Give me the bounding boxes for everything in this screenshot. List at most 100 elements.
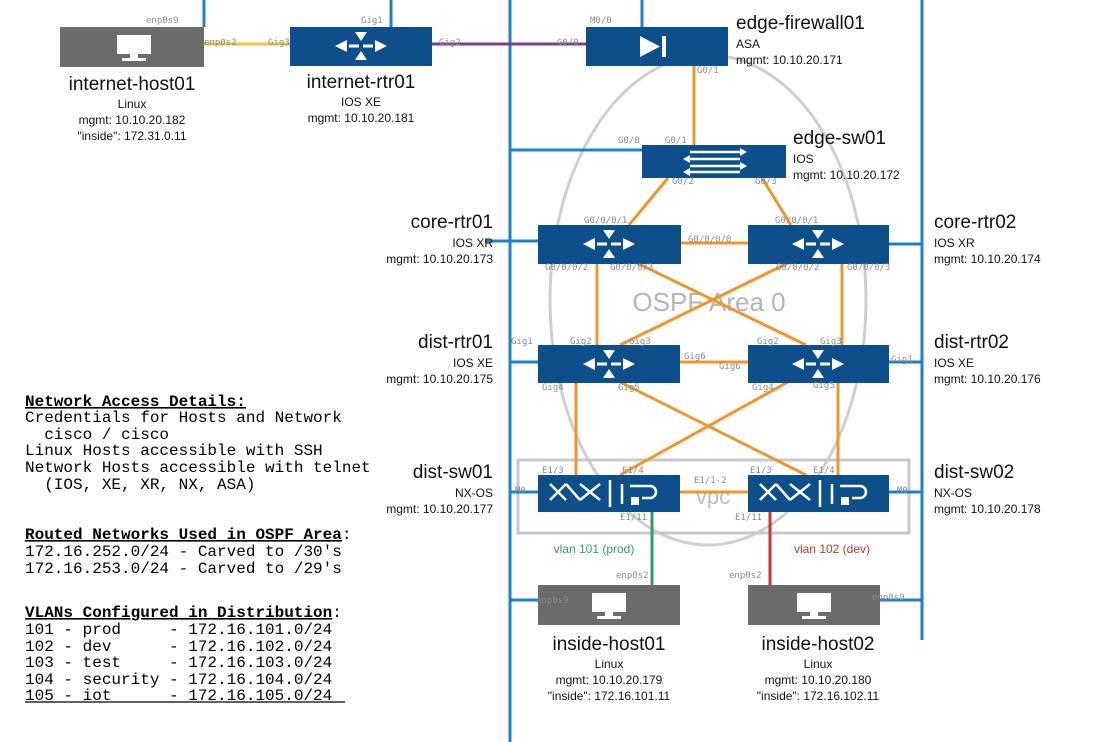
svg-text:dist-rtr01: dist-rtr01 (418, 332, 493, 353)
core-rtr01-node[interactable] (538, 225, 681, 264)
nexus-switch-icon (759, 480, 868, 507)
internet-rtr01-node[interactable] (290, 27, 432, 66)
svg-text:mgmt: 10.10.20.181: mgmt: 10.10.20.181 (308, 111, 415, 125)
port-labels: enp0s9 enp0s2 Gig3 Gig1 Gig2 M0/0 G0/0 G… (146, 16, 913, 606)
svg-text:mgmt: 10.10.20.171: mgmt: 10.10.20.171 (736, 53, 843, 67)
svg-text:inside-host01: inside-host01 (552, 634, 665, 655)
svg-text:IOS XE: IOS XE (453, 356, 493, 370)
port-label: G0/0 (618, 136, 640, 146)
port-label: G0/0/0/1 (584, 216, 627, 226)
core-rtr02-label: core-rtr02 IOS XR mgmt: 10.10.20.174 (934, 212, 1041, 266)
port-label: E1/1-2 (694, 476, 727, 486)
port-label: Gig6 (684, 352, 706, 362)
port-label: Gig3 (629, 337, 651, 347)
svg-text:Network Hosts accessible with: Network Hosts accessible with telnet (25, 459, 371, 477)
svg-text:104 - security - 172.16.104.0/: 104 - security - 172.16.104.0/24 (25, 671, 332, 689)
dist-rtr01-label: dist-rtr01 IOS XE mgmt: 10.10.20.175 (386, 332, 493, 386)
svg-text:mgmt: 10.10.20.177: mgmt: 10.10.20.177 (386, 502, 493, 516)
port-label: Gig1 (891, 355, 913, 365)
svg-text:Linux: Linux (804, 657, 833, 671)
vpc-label: vpc (696, 484, 730, 509)
monitor-icon (117, 35, 151, 61)
port-label: Gig3 (268, 38, 290, 48)
dist-sw02-label: dist-sw02 NX-OS mgmt: 10.10.20.178 (934, 462, 1041, 516)
port-label: G0/0/0/2 (776, 263, 819, 273)
svg-text:mgmt: 10.10.20.174: mgmt: 10.10.20.174 (934, 252, 1041, 266)
svg-text:mgmt: 10.10.20.178: mgmt: 10.10.20.178 (934, 502, 1041, 516)
core-rtr02-node[interactable] (748, 225, 889, 264)
firewall-icon (640, 36, 666, 57)
port-label: G0/2 (672, 177, 694, 187)
svg-text:(IOS, XE, XR, NX, ASA): (IOS, XE, XR, NX, ASA) (25, 476, 255, 494)
svg-text:IOS XE: IOS XE (341, 95, 381, 109)
port-label: G0/1 (665, 136, 687, 146)
notes-heading: Network Access Details: (25, 393, 246, 411)
svg-text:mgmt: 10.10.20.182: mgmt: 10.10.20.182 (79, 113, 186, 127)
port-label: M0 (515, 486, 526, 496)
dist-rtr02-node[interactable] (748, 345, 889, 383)
port-label: Gig2 (439, 38, 461, 48)
router-icon (583, 350, 635, 378)
svg-text:Linux: Linux (118, 97, 147, 111)
svg-text:172.16.253.0/24 - Carved to /2: 172.16.253.0/24 - Carved to /29's (25, 560, 342, 578)
edge-firewall01-node[interactable] (586, 27, 728, 66)
notes-heading: VLANs Configured in Distribution (25, 604, 332, 622)
routed-networks-notes: Routed Networks Used in OSPF Area: 172.1… (25, 526, 351, 578)
svg-text:"inside": 172.31.0.11: "inside": 172.31.0.11 (77, 129, 186, 143)
svg-text:mgmt: 10.10.20.175: mgmt: 10.10.20.175 (386, 372, 493, 386)
port-label: E1/4 (622, 466, 644, 476)
internet-host01-node[interactable] (60, 27, 204, 67)
port-label: enp0s2 (204, 38, 237, 48)
svg-text:101 - prod - 172.16.101.0/: 101 - prod - 172.16.101.0/24 (25, 621, 332, 639)
svg-text:IOS XR: IOS XR (452, 236, 493, 250)
network-access-notes: Network Access Details: Credentials for … (25, 393, 371, 494)
port-label: Gig4 (542, 383, 564, 393)
port-label: E1/3 (542, 466, 564, 476)
core-rtr01-label: core-rtr01 IOS XR mgmt: 10.10.20.173 (386, 212, 493, 266)
inside-host02-node[interactable] (748, 585, 880, 625)
svg-text:edge-sw01: edge-sw01 (793, 128, 886, 149)
port-label: enp0s9 (536, 596, 569, 606)
port-label: G0/0/0/3 (610, 263, 653, 273)
svg-text:Linux: Linux (595, 657, 624, 671)
dist-sw01-node[interactable] (538, 475, 680, 512)
svg-text:NX-OS: NX-OS (455, 486, 493, 500)
port-label: enp0s2 (729, 571, 762, 581)
edge-sw01-label: edge-sw01 IOS mgmt: 10.10.20.172 (793, 128, 900, 182)
port-label: Gig2 (757, 337, 779, 347)
port-label: G0/0/0/3 (847, 263, 890, 273)
port-label: Gig6 (719, 362, 741, 372)
internet-host01-label: internet-host01 Linux mgmt: 10.10.20.182… (69, 74, 196, 143)
svg-text:Credentials for Hosts and Netw: Credentials for Hosts and Network (25, 409, 342, 427)
dist-rtr02-label: dist-rtr02 IOS XE mgmt: 10.10.20.176 (934, 332, 1041, 386)
port-label: E1/11 (735, 513, 762, 523)
port-label: M0/0 (590, 16, 612, 26)
port-label: M0 (897, 486, 908, 496)
svg-text:105 - iot - 172.16.105.0/: 105 - iot - 172.16.105.0/24 (25, 687, 332, 705)
svg-text:core-rtr01: core-rtr01 (411, 212, 493, 233)
svg-text:IOS: IOS (793, 152, 814, 166)
svg-text:internet-host01: internet-host01 (69, 74, 196, 95)
svg-text:Linux Hosts accessible with SS: Linux Hosts accessible with SSH (25, 442, 323, 460)
dist-rtr01-node[interactable] (538, 345, 680, 383)
svg-text:mgmt: 10.10.20.179: mgmt: 10.10.20.179 (556, 673, 663, 687)
svg-text:IOS XE: IOS XE (934, 356, 974, 370)
port-label: enp0s9 (872, 593, 905, 603)
svg-text:"inside": 172.16.102.11: "inside": 172.16.102.11 (757, 689, 880, 703)
svg-text:Routed Networks Used in OSPF A: Routed Networks Used in OSPF Area: (25, 526, 351, 544)
inside-host01-label: inside-host01 Linux mgmt: 10.10.20.179 "… (548, 634, 671, 703)
svg-text:cisco / cisco: cisco / cisco (25, 426, 169, 444)
svg-text:mgmt: 10.10.20.176: mgmt: 10.10.20.176 (934, 372, 1041, 386)
dist-sw02-node[interactable] (748, 475, 889, 512)
router-icon (583, 230, 635, 258)
port-label: G0/0 (557, 38, 579, 48)
edge-sw01-node[interactable] (642, 145, 786, 178)
vlan-prod-label: vlan 101 (prod) (554, 542, 635, 556)
port-label: Gig5 (618, 383, 640, 393)
svg-text:103 - test - 172.16.103.0/: 103 - test - 172.16.103.0/24 (25, 654, 332, 672)
inside-host01-node[interactable] (538, 585, 680, 625)
router-icon (792, 350, 844, 378)
router-icon (792, 230, 844, 258)
dist-sw01-label: dist-sw01 NX-OS mgmt: 10.10.20.177 (386, 462, 493, 516)
